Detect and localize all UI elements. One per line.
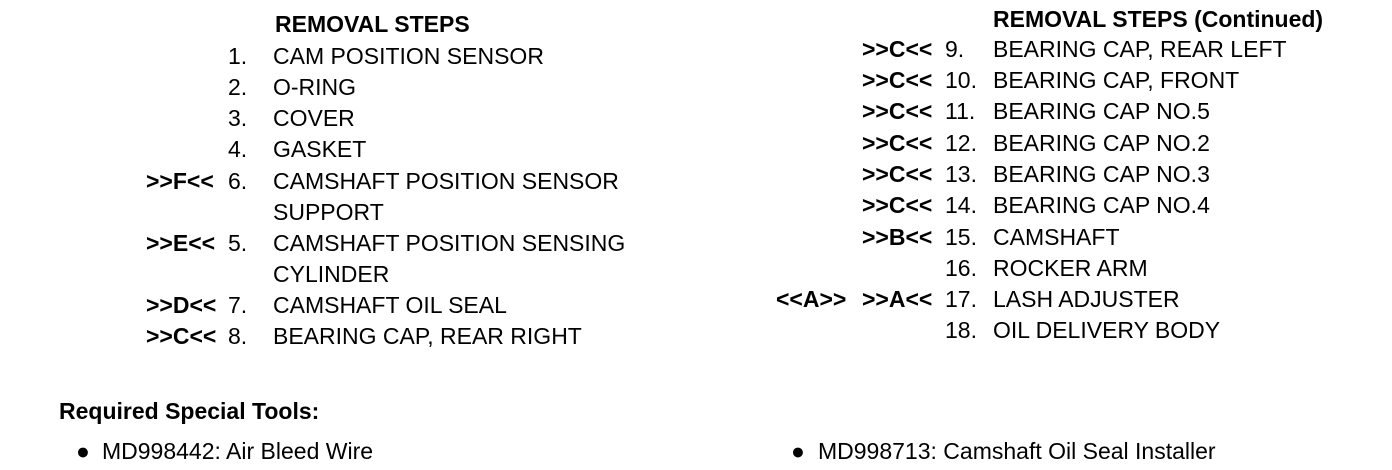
left-heading: REMOVAL STEPS xyxy=(275,11,470,37)
step-label: CYLINDER xyxy=(273,261,390,287)
step-label: BEARING CAP NO.2 xyxy=(993,130,1210,156)
step-ref: >>E<< xyxy=(146,230,216,256)
step-label: CAMSHAFT POSITION SENSING xyxy=(273,230,626,256)
tool-label: MD998442: Air Bleed Wire xyxy=(102,438,374,464)
step-label: CAMSHAFT xyxy=(993,224,1120,250)
step-number: 3. xyxy=(228,105,248,131)
step-number: 5. xyxy=(228,230,248,256)
step-number: 7. xyxy=(228,292,248,318)
step-label: BEARING CAP NO.5 xyxy=(993,98,1210,124)
step-number: 15. xyxy=(945,224,977,250)
step-ref: >>A<< xyxy=(862,286,933,312)
step-label: SUPPORT xyxy=(273,199,384,225)
step-label: GASKET xyxy=(273,136,367,162)
step-number: 14. xyxy=(945,192,977,218)
step-ref: >>C<< xyxy=(146,323,217,349)
step-label: BEARING CAP, REAR RIGHT xyxy=(273,323,582,349)
step-number: 8. xyxy=(228,323,248,349)
step-number: 17. xyxy=(945,286,977,312)
tool-label: MD998713: Camshaft Oil Seal Installer xyxy=(818,438,1216,464)
step-ref: >>C<< xyxy=(862,161,933,187)
step-ref: >>C<< xyxy=(862,36,933,62)
step-ref-secondary: <<A>> xyxy=(776,286,847,312)
step-label: CAMSHAFT OIL SEAL xyxy=(273,292,507,318)
step-ref: >>C<< xyxy=(862,130,933,156)
step-label: BEARING CAP, FRONT xyxy=(993,67,1240,93)
step-label: COVER xyxy=(273,105,355,131)
step-ref: >>F<< xyxy=(146,168,214,194)
step-label: CAMSHAFT POSITION SENSOR xyxy=(273,168,619,194)
right-heading: REMOVAL STEPS (Continued) xyxy=(993,6,1324,32)
step-label: BEARING CAP, REAR LEFT xyxy=(993,36,1287,62)
step-number: 1. xyxy=(228,43,248,69)
step-label: O-RING xyxy=(273,74,357,100)
step-ref: >>C<< xyxy=(862,67,933,93)
step-ref: >>C<< xyxy=(862,98,933,124)
step-number: 12. xyxy=(945,130,977,156)
step-label: CAM POSITION SENSOR xyxy=(273,43,544,69)
step-ref: >>D<< xyxy=(146,292,217,318)
step-label: BEARING CAP NO.3 xyxy=(993,161,1210,187)
step-ref: >>C<< xyxy=(862,192,933,218)
step-label: ROCKER ARM xyxy=(993,255,1148,281)
step-number: 2. xyxy=(228,74,248,100)
step-number: 9. xyxy=(945,36,965,62)
step-number: 11. xyxy=(945,98,976,124)
step-number: 13. xyxy=(945,161,977,187)
step-ref: >>B<< xyxy=(862,224,933,250)
step-label: BEARING CAP NO.4 xyxy=(993,192,1210,218)
step-number: 16. xyxy=(945,255,977,281)
step-label: OIL DELIVERY BODY xyxy=(993,317,1221,343)
step-number: 6. xyxy=(228,168,248,194)
step-label: LASH ADJUSTER xyxy=(993,286,1180,312)
step-number: 4. xyxy=(228,136,248,162)
step-number: 18. xyxy=(945,317,977,343)
step-number: 10. xyxy=(945,67,977,93)
bullet-icon: ● xyxy=(76,438,90,464)
tools-heading: Required Special Tools: xyxy=(59,398,320,424)
bullet-icon: ● xyxy=(791,438,805,464)
